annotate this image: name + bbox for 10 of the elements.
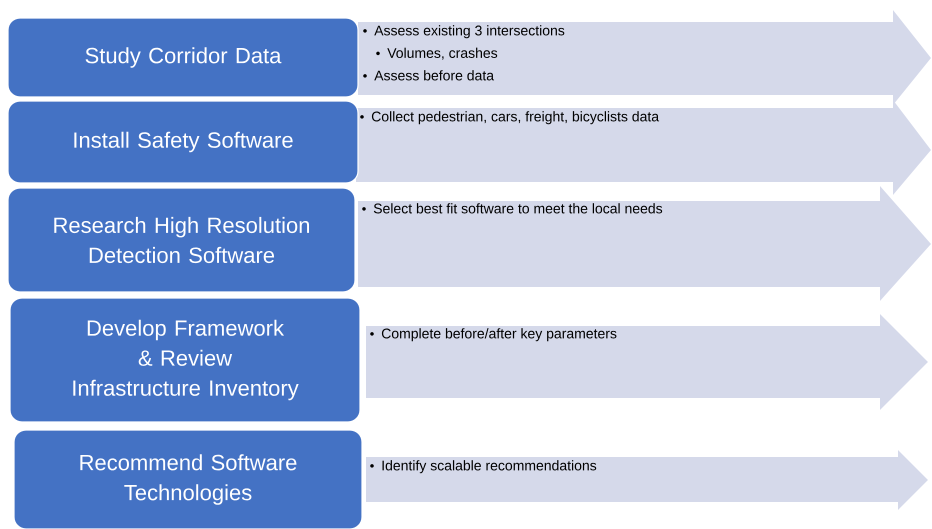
arrow-banner: Select best fit software to meet the local needs [358,186,931,301]
step-box: Install Safety Software [7,100,359,184]
arrow-banner: Complete before/after key parameters [366,314,928,410]
arrow-banner: Collect pedestrian, cars, freight, bicyclists data [356,100,931,195]
step-box: Recommend Software Technologies [13,429,363,529]
step-box: Study Corridor Data [7,17,359,98]
arrow-banner: Identify scalable recommendations [366,450,928,510]
step-box: Develop Framework & Review Infrastructure Inventory [9,297,361,423]
arrow-banner: Assess existing 3 intersections Volumes, crashes Assess before data [358,10,931,105]
step-box: Research High Resolution Detection Software [7,187,356,293]
